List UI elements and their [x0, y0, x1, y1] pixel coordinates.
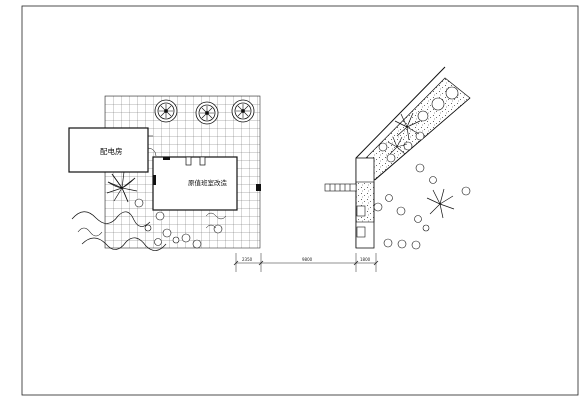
distribution-room: [68, 127, 149, 173]
dimension-right: 1800: [360, 257, 371, 262]
wall-column: [163, 157, 170, 160]
sheet-border: [21, 5, 579, 396]
dimension-left: 2350: [242, 257, 253, 262]
shrub-cluster-left: [134, 198, 223, 249]
tree-symbol: [195, 101, 219, 125]
steps: [324, 183, 357, 192]
tree-row-top: [154, 99, 255, 125]
palm-tree-symbol: [106, 171, 138, 203]
dimension-chain: [233, 253, 379, 272]
door-swing: [147, 147, 157, 157]
tree-symbol: [231, 99, 255, 123]
tree-symbol: [154, 99, 178, 123]
dimension-middle: 9800: [302, 257, 313, 262]
distribution-room-label: 配电房: [100, 146, 123, 156]
hedge-curve-lower: [81, 237, 167, 251]
left-plan: 配电房 原值班室改造: [68, 95, 261, 251]
palm-tree-symbol: [394, 112, 421, 141]
palm-tree-symbol: [426, 188, 455, 219]
hedge-curve: [71, 211, 151, 227]
duty-room-label: 原值班室改造: [188, 178, 228, 187]
right-plan: [324, 66, 471, 250]
column-marker: [256, 184, 261, 191]
palm-tree-symbol: [387, 136, 408, 155]
shrub-cluster-right: [373, 163, 471, 250]
duty-room: [152, 156, 238, 211]
